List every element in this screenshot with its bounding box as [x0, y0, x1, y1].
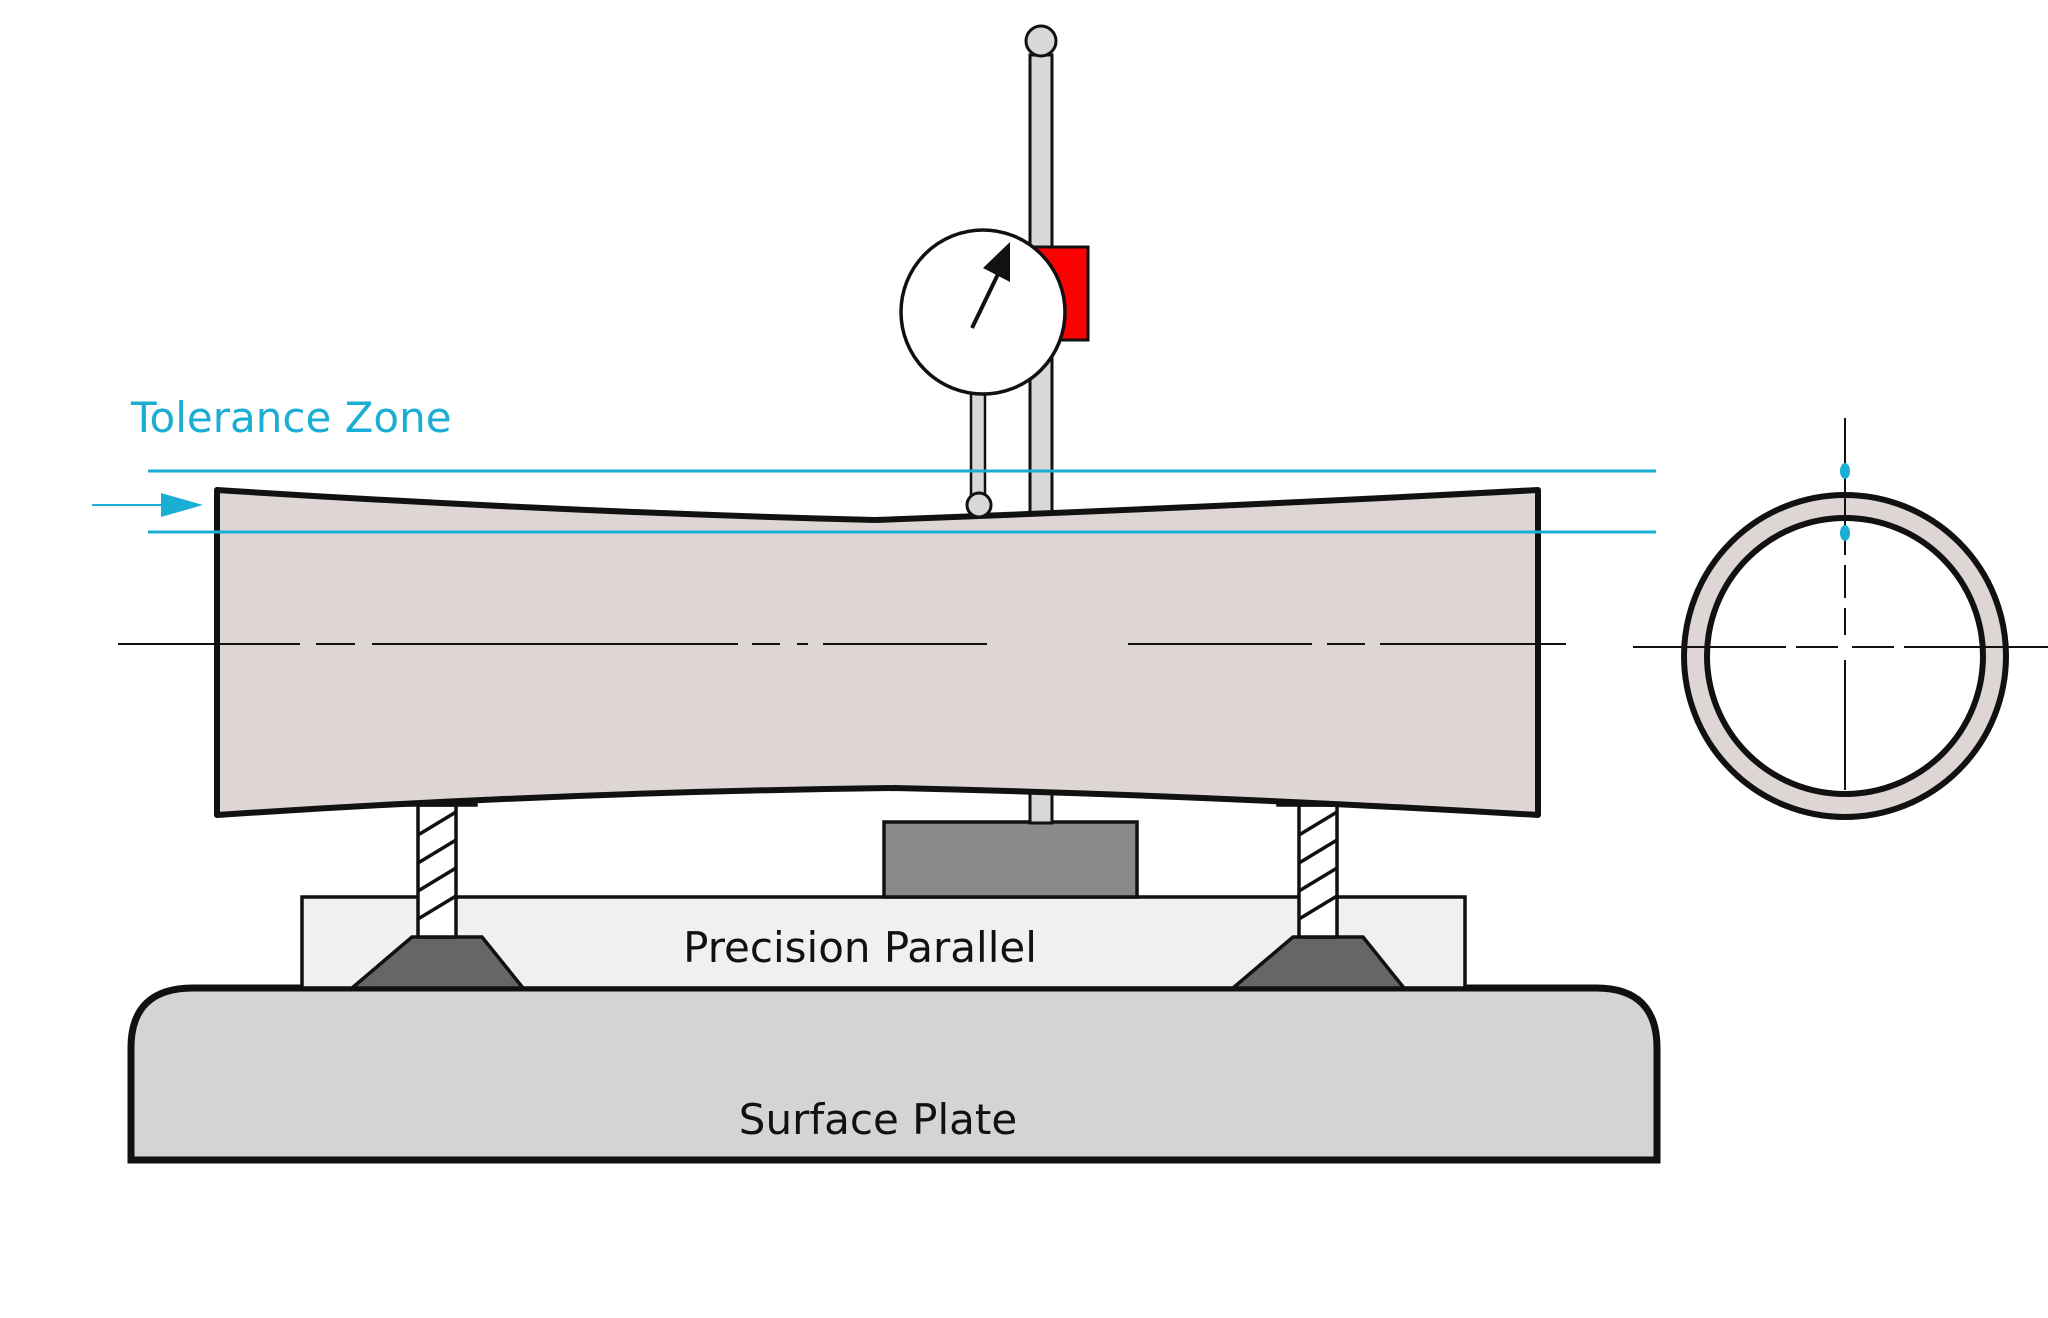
workpiece: [214, 487, 1541, 818]
surface-plate: Surface Plate: [127, 984, 1661, 1164]
gauge-block: [882, 820, 1139, 899]
surface-plate-label: Surface Plate: [739, 1095, 1017, 1144]
end-view-cross-section: [1633, 418, 2048, 820]
precision-parallel-label: Precision Parallel: [683, 923, 1037, 972]
dial-indicator-icon: [899, 228, 1090, 519]
tolerance-arrow-icon: [161, 493, 203, 517]
tolerance-zone: Tolerance Zone: [92, 393, 1656, 534]
tolerance-zone-label: Tolerance Zone: [130, 393, 452, 442]
